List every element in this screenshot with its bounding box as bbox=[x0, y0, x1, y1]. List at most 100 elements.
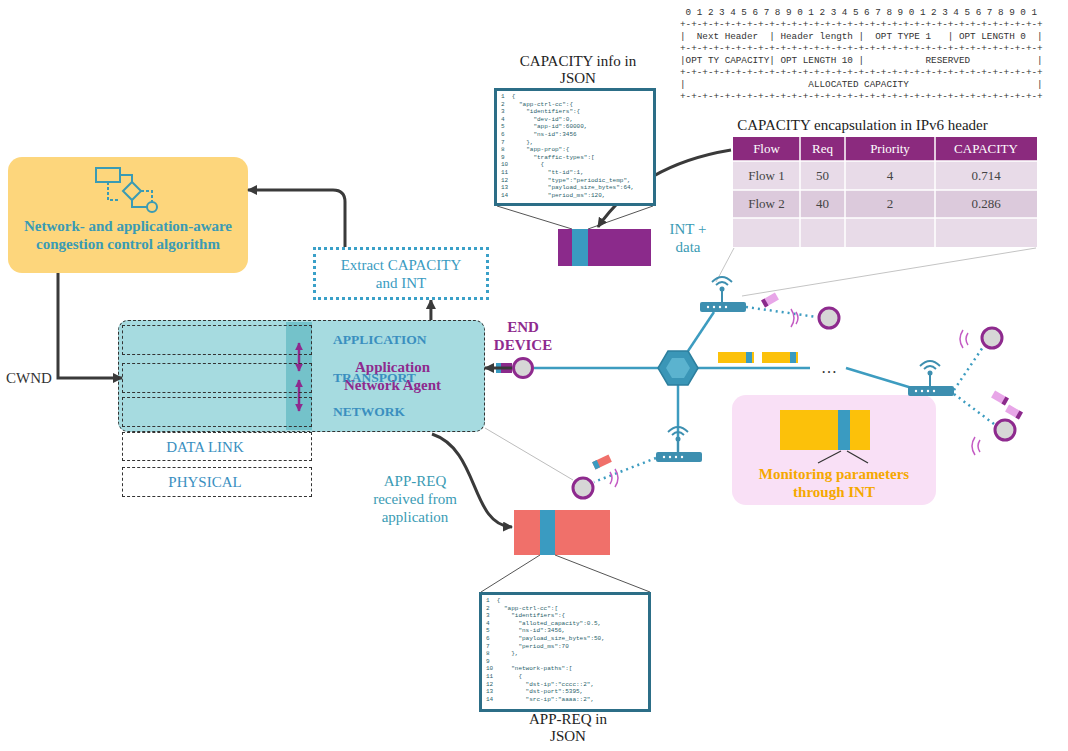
code-line: 6 "payload_size_bytes":50, bbox=[486, 635, 646, 643]
layer-arrow bbox=[298, 343, 301, 371]
code-line: 13 "payload_size_bytes":64, bbox=[501, 184, 651, 192]
packet-header bbox=[572, 229, 588, 266]
code-line: 1 { bbox=[486, 597, 646, 605]
code-line: 10 "network-paths":[ bbox=[486, 665, 646, 673]
table-cell: Flow 2 bbox=[733, 190, 800, 218]
packet bbox=[514, 510, 610, 555]
code-line: 7 }, bbox=[501, 139, 651, 147]
packet-label: INT + data bbox=[662, 220, 714, 256]
code-body: 1 {2 "app-ctrl-cc":{3 "identifiers":{4 "… bbox=[501, 93, 651, 201]
connector bbox=[429, 300, 432, 320]
table-cell: CAPACITY bbox=[935, 137, 1037, 161]
header-bits: +-+-+-+-+-+-+-+-+-+-+-+-+-+-+-+-+-+-+-+-… bbox=[680, 43, 1060, 55]
code-line: 5 "app-id":60000, bbox=[501, 123, 651, 131]
switch-hexagon bbox=[658, 351, 698, 385]
header-bits: 0 1 2 3 4 5 6 7 8 9 0 1 2 3 4 5 6 7 8 9 … bbox=[680, 7, 1060, 19]
router-icon bbox=[700, 277, 746, 312]
router-icon bbox=[656, 427, 702, 462]
layer-box: DATA LINK bbox=[122, 432, 312, 461]
panel-fill bbox=[8, 157, 248, 273]
code-line: 14 "src-ip":"aaaa::2", bbox=[486, 696, 646, 704]
leader-line bbox=[481, 555, 540, 592]
connector bbox=[485, 367, 512, 370]
code-line: 12 "dst-ip":"cccc::2", bbox=[486, 681, 646, 689]
network-links bbox=[534, 312, 912, 452]
code-line: 2 "app-ctrl-cc":{ bbox=[501, 101, 651, 109]
code-line: 1 { bbox=[501, 93, 651, 101]
packet-header bbox=[838, 410, 850, 450]
code-line: 9 "traffic-types":[ bbox=[501, 154, 651, 162]
code-line: 8 }, bbox=[486, 650, 646, 658]
leader-line bbox=[485, 428, 573, 480]
layer-box: APPLICATION bbox=[122, 325, 312, 355]
header-bits: | Next Header | Header length | OPT TYPE… bbox=[680, 31, 1060, 43]
leader-line bbox=[742, 248, 1036, 296]
agent-box: Application Network Agent APPLICATION TRAN… bbox=[118, 320, 485, 432]
text-block: Extract CAPACITY and INT bbox=[330, 250, 472, 297]
text-block: Application Network Agent bbox=[329, 321, 456, 431]
code-line: 7 "period_ms":70 bbox=[486, 643, 646, 651]
layer-box: TRANSPORT bbox=[122, 363, 312, 393]
overlap-strip bbox=[286, 322, 312, 430]
wireless-links bbox=[594, 307, 994, 482]
snippet-heading: APP-REQ in JSON bbox=[513, 711, 623, 745]
code-line: 8 "app-prop":{ bbox=[501, 146, 651, 154]
layer-arrow bbox=[298, 380, 301, 411]
table-cell: 40 bbox=[800, 190, 845, 218]
table-grid bbox=[733, 137, 1037, 247]
monitoring-box: Monitoring parameters through INT bbox=[732, 395, 936, 505]
leader-line bbox=[497, 206, 572, 229]
leader-line bbox=[818, 451, 841, 463]
algorithm-box: Network- and application-aware congestio… bbox=[8, 157, 248, 273]
leader-line bbox=[555, 555, 650, 592]
header-bits: +-+-+-+-+-+-+-+-+-+-+-+-+-+-+-+-+-+-+-+-… bbox=[680, 91, 1060, 103]
header-bits: |OPT TY CAPACITY| OPT LENGTH 10 | RESERV… bbox=[680, 55, 1060, 67]
node-text: Application Network Agent bbox=[329, 358, 456, 394]
code-line: 3 "identifiers":{ bbox=[486, 612, 646, 620]
json-snippet: 1 {2 "app-ctrl-cc":{3 "identifiers":{4 "… bbox=[494, 88, 656, 206]
connector bbox=[58, 273, 122, 378]
panel-fill bbox=[732, 395, 936, 505]
code-line: 10 { bbox=[501, 161, 651, 169]
node-text: Extract CAPACITY and INT bbox=[330, 256, 472, 292]
process-box: Extract CAPACITY and INT bbox=[313, 247, 489, 300]
table-cell: 0.286 bbox=[935, 190, 1037, 218]
ellipsis: … bbox=[815, 358, 843, 378]
node-text: Network- and application-aware congestio… bbox=[12, 217, 244, 253]
code-line: 13 "dst-port":5395, bbox=[486, 688, 646, 696]
code-line: 3 "identifiers":{ bbox=[501, 108, 651, 116]
table-cell: Req bbox=[800, 137, 845, 161]
node-text: Monitoring parameters through INT bbox=[748, 465, 920, 501]
packet bbox=[780, 410, 870, 450]
code-line: 12 "type":"periodic_temp", bbox=[501, 177, 651, 185]
layer-box: NETWORK bbox=[122, 397, 312, 427]
code-line: 5 "ns-id":3456, bbox=[486, 627, 646, 635]
code-line: 11 "tt-id":1, bbox=[501, 169, 651, 177]
arrow-label: APP-REQ received from application bbox=[365, 472, 465, 526]
table-cell: Flow 1 bbox=[733, 161, 800, 190]
code-line: 4 "dev-id":0, bbox=[501, 116, 651, 124]
code-body: 1 {2 "app-ctrl-cc":[3 "identifiers":{4 "… bbox=[486, 597, 646, 707]
code-line: 9 bbox=[486, 658, 646, 666]
code-line: 4 "alloted_capacity":0.5, bbox=[486, 620, 646, 628]
table-cell: 4 bbox=[845, 161, 935, 190]
header-bits: +-+-+-+-+-+-+-+-+-+-+-+-+-+-+-+-+-+-+-+-… bbox=[680, 67, 1060, 79]
figure-caption: CAPACITY encapsulation in IPv6 header bbox=[680, 116, 1045, 134]
text-block: PHYSICAL bbox=[123, 468, 287, 496]
flowchart-icon bbox=[96, 168, 157, 212]
packet bbox=[558, 229, 651, 266]
packet bbox=[496, 293, 1023, 470]
agent-fill bbox=[118, 320, 485, 432]
end-device: END DEVICE bbox=[512, 357, 534, 379]
snippet-heading: CAPACITY info in JSON bbox=[513, 53, 643, 87]
device-label: END DEVICE bbox=[488, 318, 558, 354]
text-block: DATA LINK bbox=[123, 433, 287, 460]
table-cell: Priority bbox=[845, 137, 935, 161]
leader-line bbox=[847, 451, 868, 463]
code-line: 11 { bbox=[486, 673, 646, 681]
json-snippet: 1 {2 "app-ctrl-cc":[3 "identifiers":{4 "… bbox=[479, 592, 651, 712]
table-cell: Flow bbox=[733, 137, 800, 161]
